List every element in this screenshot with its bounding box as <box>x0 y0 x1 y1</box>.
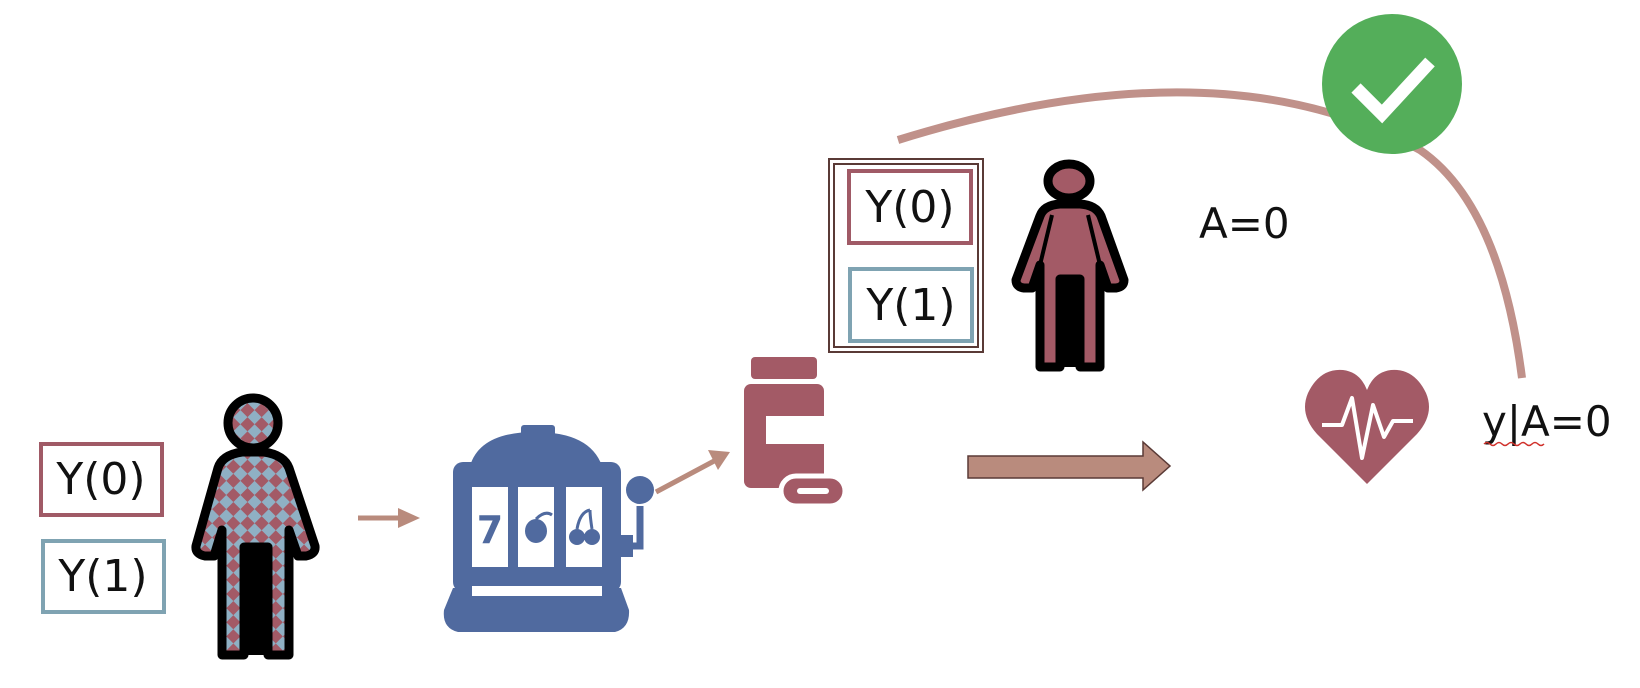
slot-machine-icon: 7 <box>443 425 654 632</box>
assignment-label: A=0 <box>1199 199 1290 248</box>
lemon-icon <box>525 519 547 543</box>
left-y1-label: Y(1) <box>57 551 147 602</box>
treated-y0-box: Y(0) <box>847 169 973 245</box>
spellcheck-underline <box>1483 441 1545 447</box>
treated-y0-label: Y(0) <box>864 182 954 233</box>
pill-bottle-icon <box>744 357 848 509</box>
person-control-icon <box>1011 159 1129 372</box>
treated-y1-box: Y(1) <box>848 267 974 343</box>
slot-reel-seven: 7 <box>477 508 503 552</box>
heart-pulse-icon <box>1305 369 1429 484</box>
left-y0-box: Y(0) <box>39 442 164 517</box>
check-circle-icon <box>1322 14 1462 154</box>
person-mixed-icon <box>191 393 320 660</box>
arrow-to-randomizer <box>358 508 420 528</box>
left-y1-box: Y(1) <box>41 539 166 614</box>
outcome-label: y|A=0 <box>1482 397 1612 446</box>
block-arrow <box>967 440 1172 492</box>
arrow-to-treatment <box>654 450 730 495</box>
cherry-icon <box>569 508 600 545</box>
left-y0-label: Y(0) <box>55 454 145 505</box>
treated-y1-label: Y(1) <box>865 280 955 331</box>
